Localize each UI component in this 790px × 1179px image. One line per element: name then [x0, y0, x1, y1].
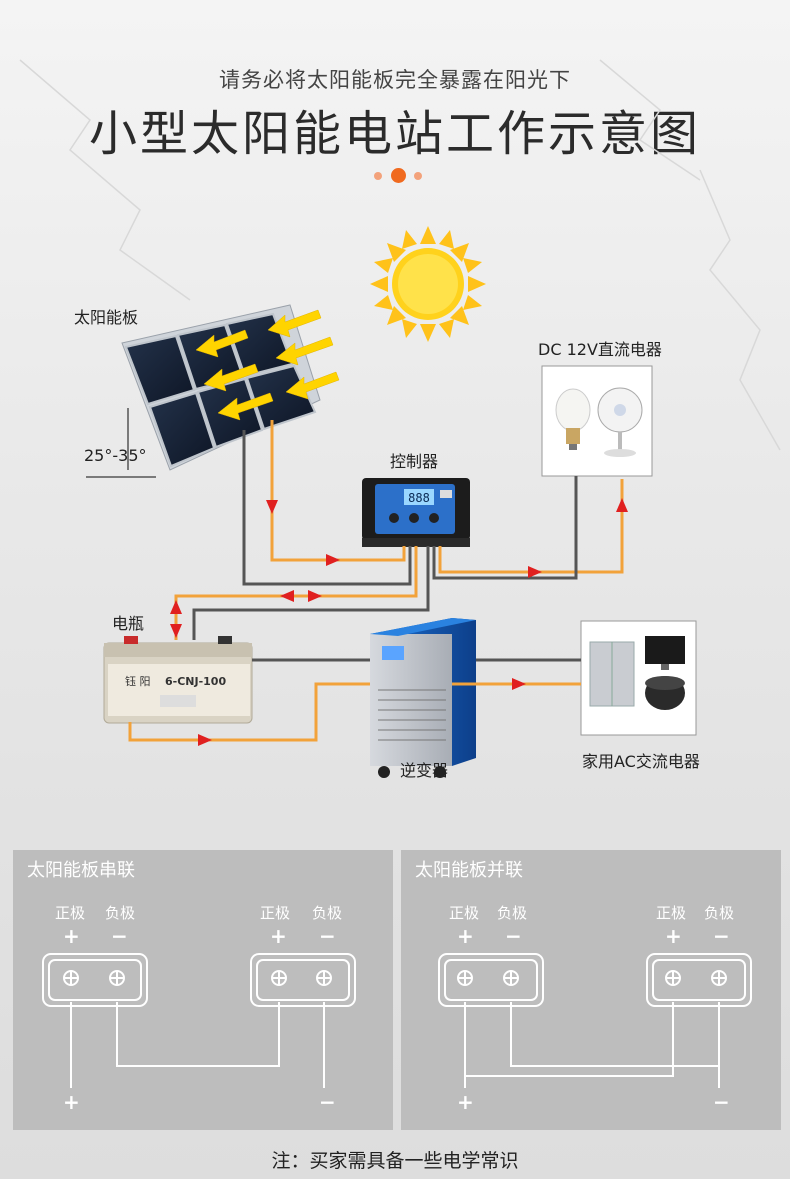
parallel-positive-label-2: 正极 [656, 904, 687, 922]
parallel-output-plus: + [457, 1090, 474, 1114]
parallel-wiring-diagram [438, 953, 752, 1088]
inverter-image [370, 618, 476, 778]
ac-appliances-image [580, 620, 697, 736]
fan-icon [597, 387, 643, 457]
series-output-plus: + [63, 1090, 80, 1114]
controller-label: 控制器 [390, 452, 439, 471]
parallel-positive-label-1: 正极 [449, 904, 480, 922]
parallel-output-minus: − [713, 1090, 730, 1114]
decoration-dot-left [374, 172, 382, 180]
bulb-icon [555, 388, 591, 450]
series-minus-2: − [319, 924, 336, 948]
tilt-angle-label: 25°-35° [84, 446, 147, 465]
series-positive-label-2: 正极 [260, 904, 291, 922]
parallel-connection-panel: 太阳能板并联 正极 负极 正极 负极 + − + − + − [401, 850, 781, 1130]
page-title: 小型太阳能电站工作示意图 [88, 106, 701, 162]
inverter-label: 逆变器 [400, 761, 449, 780]
series-output-minus: − [319, 1090, 336, 1114]
footer-note: 注：买家需具备一些电学常识 [271, 1150, 519, 1172]
lightning-decoration [19, 59, 781, 451]
subtitle: 请务必将太阳能板完全暴露在阳光下 [219, 68, 571, 92]
series-plus-2: + [270, 924, 287, 948]
parallel-minus-2: − [713, 924, 730, 948]
dc-appliances-image [541, 365, 653, 477]
flow-arrows [170, 498, 628, 746]
parallel-plus-2: + [665, 924, 682, 948]
dc-appliances-label: DC 12V直流电器 [538, 340, 662, 359]
title-decoration-dots [374, 168, 424, 184]
monitor-icon [645, 636, 685, 670]
series-positive-label-1: 正极 [55, 904, 86, 922]
battery-image: 钰 阳 6-CNJ-100 [103, 636, 253, 724]
battery-model: 6-CNJ-100 [165, 675, 226, 688]
parallel-panel-title: 太阳能板并联 [415, 860, 523, 881]
series-connection-panel: 太阳能板串联 正极 负极 正极 负极 + − + − + − [13, 850, 393, 1130]
series-wiring-diagram [42, 953, 356, 1088]
parallel-negative-label-2: 负极 [704, 904, 735, 922]
battery-brand: 钰 阳 [125, 675, 151, 688]
solar-panel-image [86, 304, 340, 478]
parallel-minus-1: − [505, 924, 522, 948]
solar-panel-label: 太阳能板 [74, 308, 139, 327]
rice-cooker-icon [645, 676, 685, 710]
series-plus-1: + [63, 924, 80, 948]
negative-wires [192, 430, 581, 662]
ac-appliances-label: 家用AC交流电器 [582, 752, 700, 771]
battery-label: 电瓶 [112, 614, 145, 633]
sun-icon [370, 226, 486, 342]
parallel-negative-label-1: 负极 [497, 904, 528, 922]
series-negative-label-2: 负极 [312, 904, 343, 922]
series-minus-1: − [111, 924, 128, 948]
parallel-plus-1: + [457, 924, 474, 948]
series-negative-label-1: 负极 [105, 904, 136, 922]
system-diagram: 888 钰 阳 6-CNJ-100 [19, 59, 781, 778]
series-panel-title: 太阳能板串联 [27, 860, 135, 881]
decoration-dot-center [391, 168, 406, 183]
decoration-dot-right [414, 172, 422, 180]
refrigerator-icon [589, 641, 635, 707]
charge-controller-image: 888 [362, 478, 470, 547]
controller-display: 888 [408, 491, 430, 505]
